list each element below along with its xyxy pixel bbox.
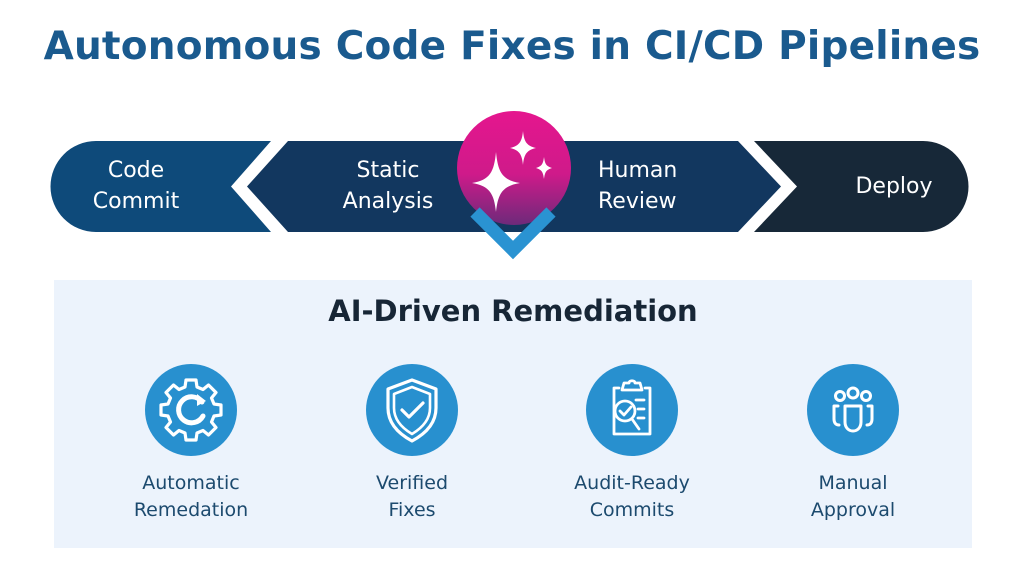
feature-label: Manual Approval <box>810 472 896 521</box>
team-icon <box>832 386 874 433</box>
feature-manual-approval: Manual Approval <box>753 364 953 524</box>
stage-label-human-review: Human Review <box>598 158 678 214</box>
stage-code-commit <box>50 141 272 232</box>
panel-title: AI-Driven Remediation <box>328 294 698 328</box>
feature-icon-circle <box>366 364 458 456</box>
feature-icon-circle <box>807 364 899 456</box>
ai-remediation-panel: AI-Driven Remediation Automatic Remedati… <box>54 280 972 548</box>
page-title: Autonomous Code Fixes in CI/CD Pipelines <box>43 24 981 69</box>
feature-automatic-remediation: Automatic Remedation <box>91 364 291 524</box>
feature-icon-circle <box>145 364 237 456</box>
feature-label: Verified Fixes <box>375 472 449 521</box>
stage-label-static-analysis: Static Analysis <box>342 158 434 214</box>
gear-refresh-icon <box>159 378 223 442</box>
feature-audit-ready-commits: Audit-Ready Commits <box>532 364 732 524</box>
stage-deploy <box>754 141 969 232</box>
ai-sparkles-pin-icon <box>457 111 571 260</box>
clipboard-search-icon <box>612 379 652 436</box>
feature-icon-circle <box>586 364 678 456</box>
feature-label: Audit-Ready Commits <box>574 472 690 521</box>
stage-label-code-commit: Code Commit <box>92 158 180 214</box>
feature-verified-fixes: Verified Fixes <box>312 364 512 524</box>
feature-label: Automatic Remedation <box>133 472 249 521</box>
pipeline-band <box>50 111 969 260</box>
stage-label-deploy: Deploy <box>855 174 933 199</box>
shield-check-icon <box>386 378 438 443</box>
